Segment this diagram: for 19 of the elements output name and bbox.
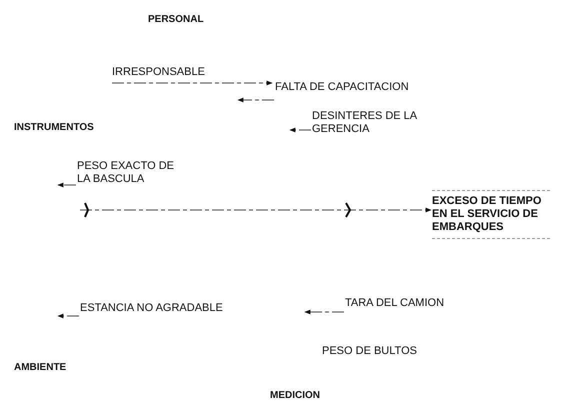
cause-text: IRRESPONSABLE — [112, 66, 237, 79]
arrow — [57, 182, 76, 188]
effect-box: EXCESO DE TIEMPO EN EL SERVICIO DE EMBARQUES — [432, 190, 550, 239]
arrow — [112, 80, 273, 86]
arrow — [289, 128, 312, 132]
cause-text: TARA DEL CAMION — [345, 297, 475, 310]
cause-text: ESTANCIA NO AGRADABLE — [80, 302, 280, 315]
arrow — [57, 314, 80, 318]
cause-text: DESINTERES DE LA GERENCIA — [312, 110, 432, 136]
category-heading: PERSONAL — [148, 14, 204, 25]
arrow — [80, 208, 432, 212]
arrow — [304, 310, 344, 314]
category-heading: INSTRUMENTOS — [14, 122, 94, 133]
cause-text: PESO DE BULTOS — [322, 345, 417, 357]
cause-text: FALTA DE CAPACITACION — [275, 81, 410, 94]
category-heading: MEDICION — [270, 390, 320, 401]
category-heading: AMBIENTE — [14, 362, 66, 373]
arrow — [237, 98, 274, 102]
cause-text: PESO EXACTO DE LA BASCULA — [77, 160, 177, 186]
